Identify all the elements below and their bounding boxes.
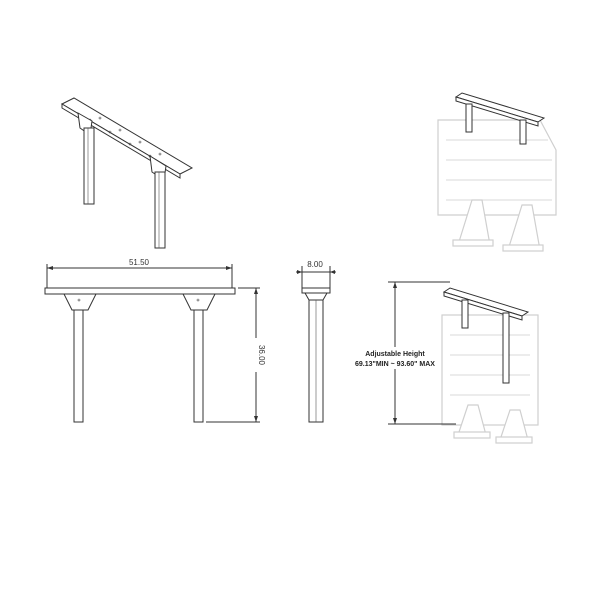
height-dimension-label: 36.00 <box>257 345 266 366</box>
adjustable-height-title: Adjustable Height <box>365 351 425 358</box>
adjustable-height-range: 69.13"MIN ~ 93.60" MAX <box>355 361 435 368</box>
mounted-headboard-view-bottom: Adjustable Height 69.13"MIN ~ 93.60" MAX <box>344 281 539 444</box>
depth-dimension-label: 8.00 <box>307 260 323 269</box>
front-elevation-view: 51.50 36.00 <box>44 257 266 423</box>
width-dimension-label: 51.50 <box>129 258 150 267</box>
mounted-headboard-view-top <box>437 92 557 252</box>
isometric-bracket-view <box>60 97 194 249</box>
side-elevation-view: 8.00 <box>296 260 336 423</box>
